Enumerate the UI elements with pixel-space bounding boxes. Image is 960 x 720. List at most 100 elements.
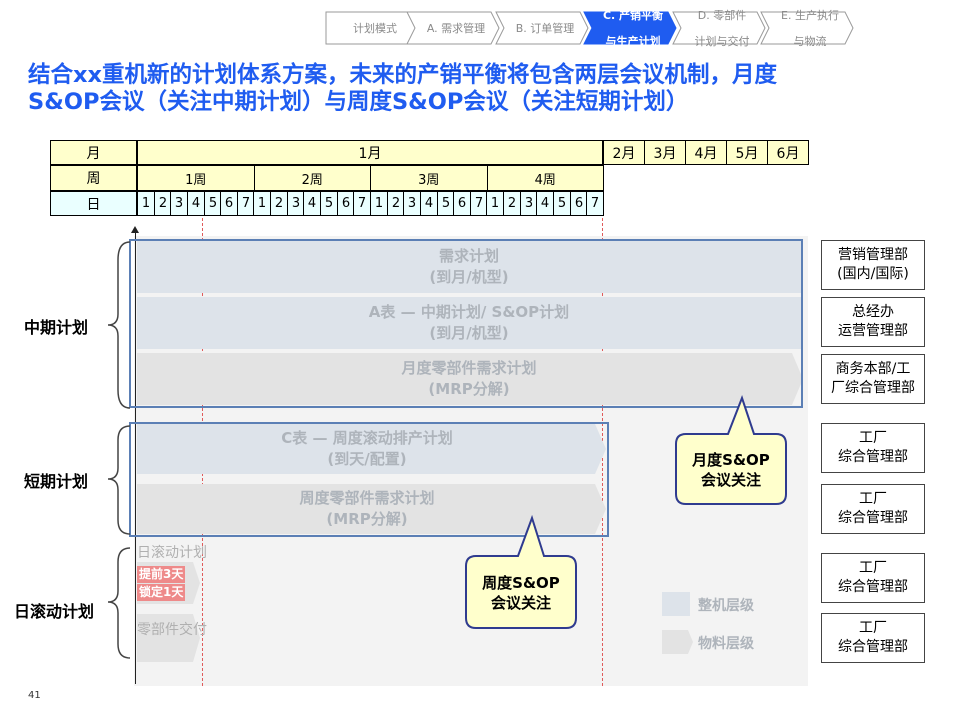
department-line: (国内/国际) bbox=[837, 266, 909, 282]
department-box: 工厂综合管理部 bbox=[821, 613, 925, 663]
week-cell: 1周 bbox=[137, 165, 255, 191]
brace-short-term bbox=[107, 425, 131, 535]
title-line-1: 结合xx重机新的计划体系方案，未来的产销平衡将包含两层会议机制，月度 bbox=[28, 62, 778, 88]
week-cell: 2周 bbox=[253, 165, 371, 191]
day-cell: 4 bbox=[420, 191, 438, 216]
breadcrumb-step-line: 与物流 bbox=[793, 34, 827, 48]
section-label-short-term: 短期计划 bbox=[24, 472, 89, 491]
day-cell: 6 bbox=[220, 191, 238, 216]
department-line: 工厂 bbox=[859, 560, 887, 576]
department-box: 总经办运营管理部 bbox=[821, 297, 925, 347]
day-cell: 1 bbox=[253, 191, 271, 216]
day-cell: 4 bbox=[303, 191, 321, 216]
bar-a-table: A表 — 中期计划/ S&OP计划 (到月/机型) bbox=[137, 297, 801, 349]
breadcrumb-step-label: A. 需求管理 bbox=[406, 11, 500, 45]
breadcrumb-step-5[interactable]: D. 零部件计划与交付 bbox=[672, 9, 766, 48]
day-cell: 5 bbox=[553, 191, 571, 216]
bar-monthly-parts-line2: (MRP分解) bbox=[428, 380, 510, 398]
parts-delivery-arrow bbox=[137, 614, 200, 662]
bar-monthly-parts-shape bbox=[137, 353, 803, 405]
department-line: 综合管理部 bbox=[838, 639, 908, 655]
breadcrumb-step-line: A. 需求管理 bbox=[426, 21, 486, 35]
department-box: 商务本部/工厂综合管理部 bbox=[821, 354, 925, 404]
badge-lock-1-day: 锁定1天 bbox=[137, 584, 186, 601]
bar-weekly-parts: 周度零部件需求计划 (MRP分解) bbox=[137, 484, 597, 534]
brace-mid-term bbox=[107, 241, 131, 409]
day-cell: 4 bbox=[187, 191, 205, 216]
daily-rolling-label: 日滚动计划 bbox=[137, 545, 207, 561]
day-cell: 7 bbox=[237, 191, 255, 216]
bar-demand-plan: 需求计划 (到月/机型) bbox=[137, 241, 801, 293]
legend-material-label: 物料层级 bbox=[698, 636, 754, 652]
breadcrumb-step-line: C. 产销平衡 bbox=[602, 8, 664, 22]
day-cell: 6 bbox=[570, 191, 588, 216]
breadcrumb-step-4[interactable]: C. 产销平衡与生产计划 bbox=[583, 8, 677, 48]
week-cell: 4周 bbox=[486, 165, 604, 191]
day-cell: 2 bbox=[270, 191, 288, 216]
department-box: 营销管理部(国内/国际) bbox=[821, 240, 925, 290]
row-label-month: 月 bbox=[50, 140, 137, 165]
callout-monthly-line1: 月度S&OP bbox=[692, 451, 770, 469]
day-cell: 7 bbox=[586, 191, 604, 216]
day-cell: 3 bbox=[403, 191, 421, 216]
callout-weekly-line1: 周度S&OP bbox=[482, 574, 560, 592]
month-cell: 3月 bbox=[644, 140, 686, 165]
bar-c-table: C表 — 周度滚动排产计划 (到天/配置) bbox=[137, 424, 597, 474]
month-cell: 6月 bbox=[767, 140, 809, 165]
badge-advance-3-days: 提前3天 bbox=[137, 566, 186, 583]
breadcrumb-step-label: C. 产销平衡与生产计划 bbox=[583, 8, 677, 48]
department-line: 工厂 bbox=[859, 620, 887, 636]
callout-weekly-sop: 周度S&OP 会议关注 bbox=[466, 573, 576, 613]
department-box: 工厂综合管理部 bbox=[821, 553, 925, 603]
bar-monthly-parts-line1: 月度零部件需求计划 bbox=[401, 359, 537, 377]
week-cell: 3周 bbox=[370, 165, 488, 191]
month-cell-jan: 1月 bbox=[137, 140, 603, 165]
department-line: 总经办 bbox=[852, 304, 894, 320]
bar-weekly-parts-line2: (MRP分解) bbox=[326, 510, 408, 528]
legend-machine-swatch bbox=[662, 592, 690, 616]
breadcrumb-step-label: 计划模式 bbox=[325, 11, 419, 45]
department-line: 综合管理部 bbox=[838, 449, 908, 465]
section-label-mid-term: 中期计划 bbox=[24, 318, 89, 337]
department-line: 综合管理部 bbox=[838, 579, 908, 595]
day-cell: 2 bbox=[387, 191, 405, 216]
month-cell: 5月 bbox=[726, 140, 768, 165]
breadcrumb-step-6[interactable]: E. 生产执行与物流 bbox=[760, 9, 854, 48]
day-cell: 5 bbox=[320, 191, 338, 216]
month-cell: 4月 bbox=[685, 140, 727, 165]
month-cell: 2月 bbox=[603, 140, 645, 165]
callout-monthly-sop: 月度S&OP 会议关注 bbox=[676, 450, 786, 490]
time-axis bbox=[135, 232, 136, 684]
department-line: 综合管理部 bbox=[838, 510, 908, 526]
bar-c-table-shape bbox=[137, 424, 606, 474]
breadcrumb-step-label: E. 生产执行与物流 bbox=[760, 9, 854, 48]
breadcrumb-step-label: D. 零部件计划与交付 bbox=[672, 9, 766, 48]
row-label-week: 周 bbox=[50, 165, 137, 191]
callout-weekly-line2: 会议关注 bbox=[490, 594, 551, 612]
breadcrumb-step-line: 计划与交付 bbox=[694, 34, 750, 48]
breadcrumb-step-2[interactable]: A. 需求管理 bbox=[406, 11, 500, 45]
breadcrumb-step-3[interactable]: B. 订单管理 bbox=[495, 11, 589, 45]
day-cell: 1 bbox=[486, 191, 504, 216]
bar-demand-plan-line1: 需求计划 bbox=[438, 247, 499, 265]
breadcrumb-step-1[interactable]: 计划模式 bbox=[325, 11, 419, 45]
day-cell: 1 bbox=[370, 191, 388, 216]
bar-c-table-line2: (到天/配置) bbox=[327, 450, 407, 468]
callout-monthly-line2: 会议关注 bbox=[700, 471, 761, 489]
breadcrumb-step-line: 计划模式 bbox=[353, 21, 397, 35]
day-cell: 2 bbox=[503, 191, 521, 216]
section-label-daily: 日滚动计划 bbox=[14, 602, 95, 621]
day-cell: 6 bbox=[453, 191, 471, 216]
bar-monthly-parts: 月度零部件需求计划 (MRP分解) bbox=[137, 353, 801, 405]
bar-c-table-line1: C表 — 周度滚动排产计划 bbox=[281, 429, 453, 447]
bar-weekly-parts-shape bbox=[137, 484, 606, 534]
legend-material-swatch bbox=[662, 630, 693, 654]
legend-machine-label: 整机层级 bbox=[698, 598, 754, 614]
bar-demand-plan-line2: (到月/机型) bbox=[429, 268, 509, 286]
day-cell: 1 bbox=[137, 191, 155, 216]
bar-a-table-line2: (到月/机型) bbox=[429, 324, 509, 342]
title-line-2: S&OP会议（关注中期计划）与周度S&OP会议（关注短期计划） bbox=[28, 89, 689, 115]
day-cell: 7 bbox=[353, 191, 371, 216]
axis-arrow-icon bbox=[131, 226, 139, 233]
callout-weekly-shape bbox=[465, 514, 577, 629]
